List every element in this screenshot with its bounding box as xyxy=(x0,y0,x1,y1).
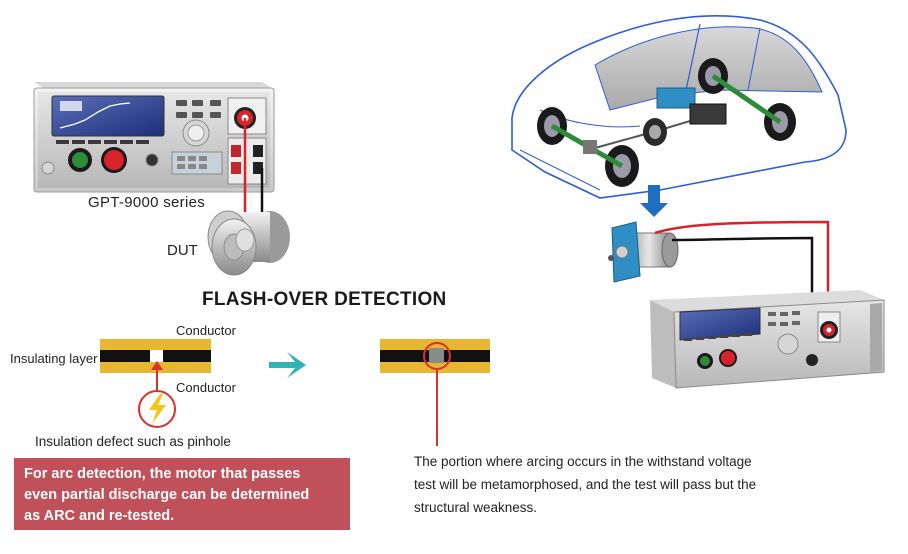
insulating-layer-label: Insulating layer xyxy=(10,351,98,366)
note-line-1: For arc detection, the motor that passes xyxy=(24,466,301,482)
instrument-right xyxy=(650,290,885,389)
insulation-after xyxy=(380,339,490,446)
car-illustration xyxy=(511,15,847,199)
insulation-before xyxy=(100,339,211,428)
dut-component xyxy=(207,210,290,276)
description-line-1: The portion where arcing occurs in the w… xyxy=(414,454,752,469)
conductor-top-label: Conductor xyxy=(176,323,236,338)
instrument-series-label: GPT-9000 series xyxy=(88,194,206,211)
description-line-2: test will be metamorphosed, and the test… xyxy=(414,477,757,492)
diagram-title: FLASH-OVER DETECTION xyxy=(202,289,447,310)
dut-label: DUT xyxy=(167,242,198,259)
conductor-bottom-label: Conductor xyxy=(176,380,236,395)
teal-arrow xyxy=(269,352,306,378)
arc-detection-note: For arc detection, the motor that passes… xyxy=(14,458,350,530)
lead-red-right xyxy=(654,220,830,330)
lead-black-right xyxy=(671,236,814,358)
defect-label: Insulation defect such as pinhole xyxy=(35,434,231,449)
arcing-description: The portion where arcing occurs in the w… xyxy=(414,450,756,519)
motor xyxy=(608,221,679,283)
down-arrow xyxy=(640,185,668,217)
instrument-left xyxy=(33,82,275,193)
note-line-2: even partial discharge can be determined xyxy=(24,487,310,503)
note-line-3: as ARC and re-tested. xyxy=(24,508,175,524)
description-line-3: structural weakness. xyxy=(414,500,538,515)
